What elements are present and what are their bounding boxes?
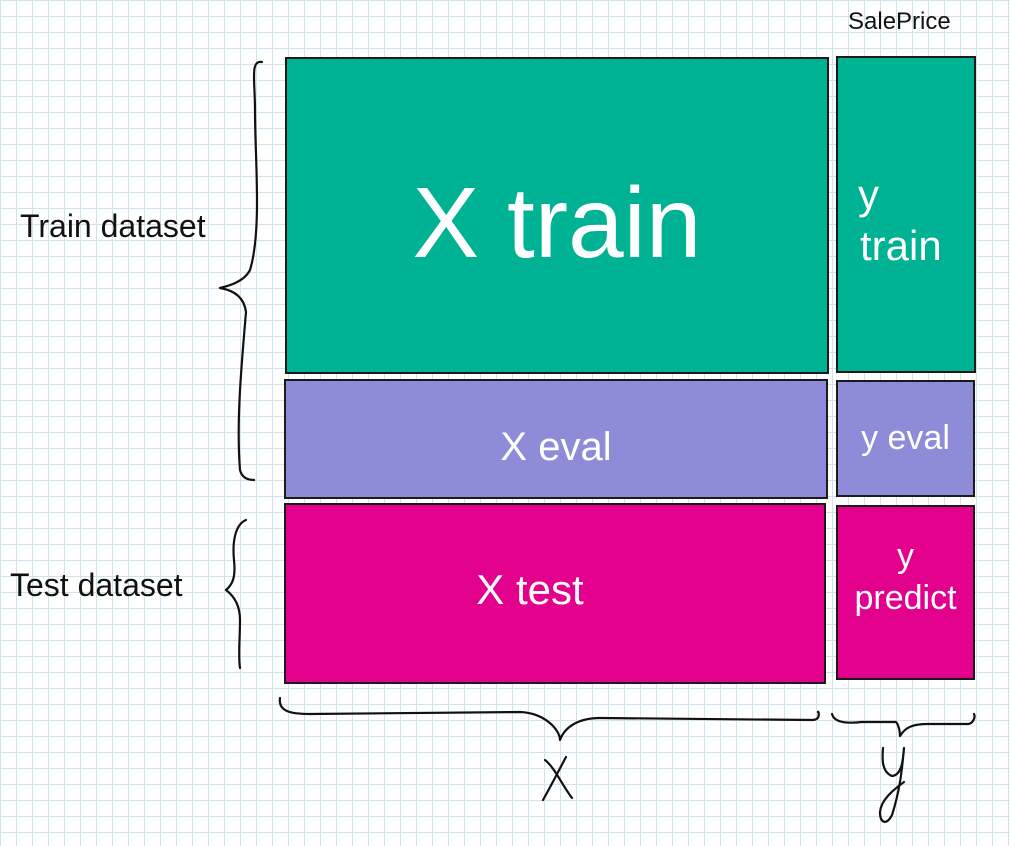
x-eval-label: X eval — [500, 424, 612, 469]
y-axis-letter: y — [876, 745, 910, 825]
y-predict-label-line2: predict — [854, 578, 957, 617]
y-columns-brace — [830, 712, 976, 738]
test-dataset-label: Test dataset — [10, 567, 183, 603]
y-predict-box: y predict — [836, 505, 975, 680]
x-eval-box: X eval — [284, 379, 828, 499]
y-train-label-line2: train — [860, 222, 942, 269]
x-train-label: X train — [412, 167, 702, 279]
y-eval-box: y eval — [836, 380, 975, 497]
train-dataset-label: Train dataset — [20, 208, 206, 244]
target-column-label: SalePrice — [848, 8, 951, 35]
x-train-box: X train — [285, 57, 829, 374]
x-letter-stroke-2 — [541, 755, 568, 802]
x-test-box: X test — [284, 503, 826, 684]
x-axis-letter: X — [540, 752, 580, 802]
y-letter-stroke — [878, 746, 906, 823]
x-test-label: X test — [476, 565, 584, 613]
x-letter-stroke-1 — [543, 758, 574, 800]
test-dataset-brace — [224, 518, 248, 670]
y-eval-label: y eval — [861, 419, 950, 457]
train-dataset-brace — [218, 60, 264, 482]
y-train-label-line1: y — [858, 171, 879, 218]
y-train-box: y train — [836, 56, 976, 373]
x-columns-brace — [278, 696, 820, 742]
y-predict-label-line1: y — [897, 536, 914, 575]
